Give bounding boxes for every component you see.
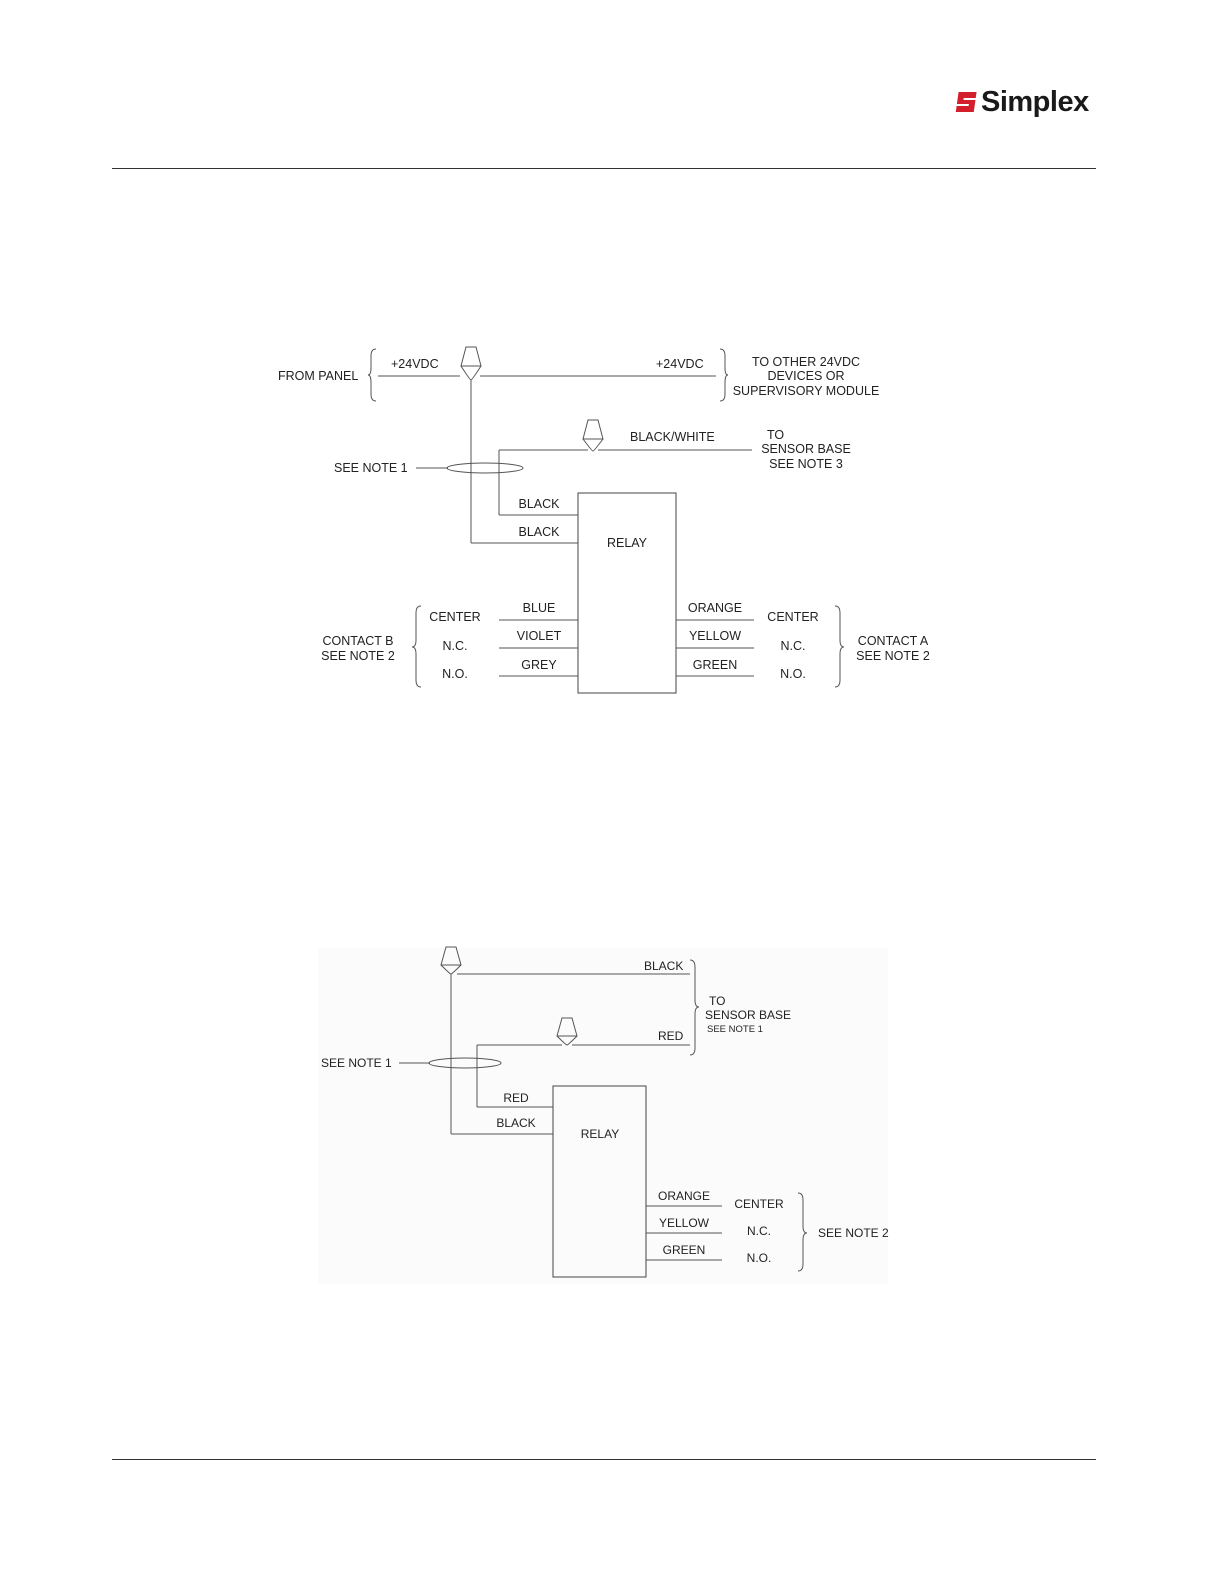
no-left-label: N.O. xyxy=(442,667,468,681)
to-sensor-label-2: SENSOR BASE xyxy=(761,442,851,456)
to-other-label-3: SUPERVISORY MODULE xyxy=(733,384,880,398)
no-label: N.O. xyxy=(747,1251,772,1265)
black-top-label: BLACK xyxy=(644,959,683,973)
black-top-label: BLACK xyxy=(519,497,561,511)
center-left-label: CENTER xyxy=(429,610,480,624)
relay-label: RELAY xyxy=(581,1127,619,1141)
contact-a-brace xyxy=(834,605,845,688)
simplex-s-logo-icon xyxy=(955,92,977,112)
green-label: GREEN xyxy=(693,658,737,672)
grey-label: GREY xyxy=(521,658,557,672)
to-sensor-label-1: TO xyxy=(767,428,784,442)
see-note2-label: SEE NOTE 2 xyxy=(818,1226,889,1240)
contact-b-brace xyxy=(411,605,422,688)
blue-label: BLUE xyxy=(523,601,556,615)
nc-label: N.C. xyxy=(747,1224,771,1238)
relay-label: RELAY xyxy=(607,536,648,550)
center-label: CENTER xyxy=(734,1197,784,1211)
yellow-label: YELLOW xyxy=(689,629,741,643)
relay-wiring-diagram-contacts-ab: FROM PANEL +24VDC +24VDC TO OTHER 24VDC … xyxy=(278,346,930,694)
yellow-label: YELLOW xyxy=(659,1216,710,1230)
to-sensor-label-3: SEE NOTE 3 xyxy=(769,457,843,471)
contact-a-label-1: CONTACT A xyxy=(858,634,929,648)
black-relay-label: BLACK xyxy=(496,1116,535,1130)
to-label-1: TO xyxy=(709,994,725,1008)
black-bottom-label: BLACK xyxy=(519,525,561,539)
relay-box xyxy=(552,1085,647,1278)
to-other-label-2: DEVICES OR xyxy=(767,369,844,383)
orange-label: ORANGE xyxy=(688,601,742,615)
center-right-label: CENTER xyxy=(767,610,818,624)
vdc-left-label: +24VDC xyxy=(391,357,439,371)
relay-box xyxy=(577,492,677,694)
orange-label: ORANGE xyxy=(658,1189,710,1203)
see-note1-label: SEE NOTE 1 xyxy=(334,461,408,475)
to-other-label-1: TO OTHER 24VDC xyxy=(752,355,860,369)
simplex-logo: Simplex xyxy=(953,86,1089,118)
header-divider xyxy=(112,168,1096,169)
red-top-label: RED xyxy=(658,1029,684,1043)
contact-b-label-2: SEE NOTE 2 xyxy=(321,649,395,663)
contact-a-label-2: SEE NOTE 2 xyxy=(856,649,930,663)
red-relay-label: RED xyxy=(503,1091,529,1105)
violet-label: VIOLET xyxy=(517,629,562,643)
contact-b-label-1: CONTACT B xyxy=(322,634,393,648)
nc-right-label: N.C. xyxy=(781,639,806,653)
to-other-brace xyxy=(719,348,729,402)
from-panel-brace xyxy=(367,348,377,402)
see-note1-label: SEE NOTE 1 xyxy=(321,1056,392,1070)
twisted-pair-ellipse xyxy=(428,1057,502,1069)
no-right-label: N.O. xyxy=(780,667,806,681)
sensor-base-brace xyxy=(689,959,700,1056)
footer-divider xyxy=(112,1459,1096,1460)
green-label: GREEN xyxy=(663,1243,706,1257)
from-panel-label: FROM PANEL xyxy=(278,369,358,383)
vdc-right-label: +24VDC xyxy=(656,357,704,371)
contact-brace xyxy=(797,1192,808,1272)
black-white-label: BLACK/WHITE xyxy=(630,430,715,444)
to-label-2: SENSOR BASE xyxy=(705,1008,791,1022)
twisted-pair-ellipse xyxy=(446,462,524,474)
nc-left-label: N.C. xyxy=(443,639,468,653)
brand-name: Simplex xyxy=(981,85,1089,118)
to-label-3: SEE NOTE 1 xyxy=(707,1024,763,1035)
